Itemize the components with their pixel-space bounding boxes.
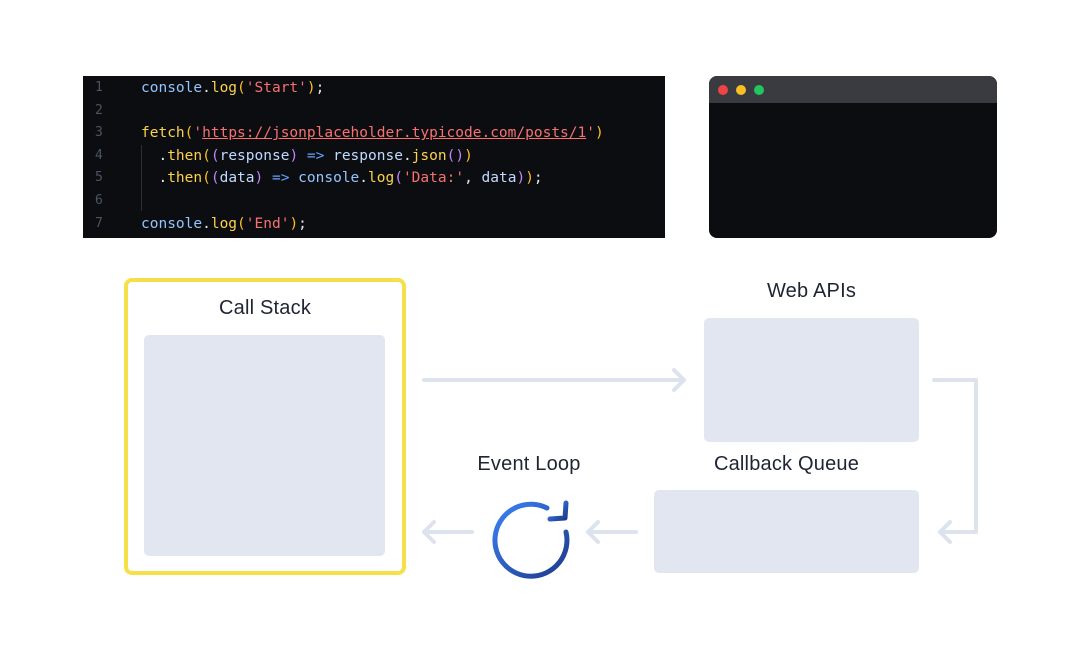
callback-queue-box xyxy=(654,490,919,573)
code-text: fetch('https://jsonplaceholder.typicode.… xyxy=(141,125,604,142)
minimize-dot-icon[interactable] xyxy=(736,85,746,95)
call-stack-box xyxy=(144,335,385,556)
code-line: 4 .then((response) => response.json()) xyxy=(83,145,665,168)
line-number: 1 xyxy=(95,80,103,95)
line-number: 4 xyxy=(95,147,103,163)
code-line: 2 xyxy=(83,100,665,123)
line-number: 3 xyxy=(95,125,103,141)
code-line: 3 fetch('https://jsonplaceholder.typicode… xyxy=(83,122,665,145)
code-line: 5 .then((data) => console.log('Data:', d… xyxy=(83,167,665,190)
code-text: console.log('Start'); xyxy=(141,80,325,96)
refresh-loop-icon xyxy=(492,500,570,579)
line-number: 5 xyxy=(95,170,103,186)
maximize-dot-icon[interactable] xyxy=(754,85,764,95)
console-window xyxy=(709,76,997,238)
arrow-to-event-loop xyxy=(586,520,638,544)
code-line: 1 console.log('Start'); xyxy=(83,77,665,100)
code-line: 6 xyxy=(83,190,665,213)
callback-queue-label: Callback Queue xyxy=(713,453,860,475)
close-dot-icon[interactable] xyxy=(718,85,728,95)
code-line: 7 console.log('End'); xyxy=(83,213,665,236)
code-text: .then((response) => response.json()) xyxy=(158,147,473,164)
line-number: 2 xyxy=(95,102,103,118)
web-apis-box xyxy=(704,318,919,442)
arrow-to-call-stack xyxy=(422,520,474,544)
code-lines: 1 console.log('Start'); 2 3 fetch('https://j… xyxy=(83,77,665,235)
code-text: console.log('End'); xyxy=(141,215,307,232)
code-editor: 1 console.log('Start'); 2 3 fetch('https://j… xyxy=(83,76,665,238)
event-loop-label: Event Loop xyxy=(477,453,581,475)
indent-guide xyxy=(141,145,142,211)
line-number: 6 xyxy=(95,192,103,208)
web-apis-label: Web APIs xyxy=(766,280,857,302)
code-text: .then((data) => console.log('Data:', dat… xyxy=(158,170,543,187)
console-title-bar xyxy=(709,76,997,103)
arrow-to-callback-queue xyxy=(932,378,978,544)
line-number: 7 xyxy=(95,215,103,231)
arrow-to-web-apis xyxy=(422,368,686,392)
call-stack-label: Call Stack xyxy=(218,297,312,319)
